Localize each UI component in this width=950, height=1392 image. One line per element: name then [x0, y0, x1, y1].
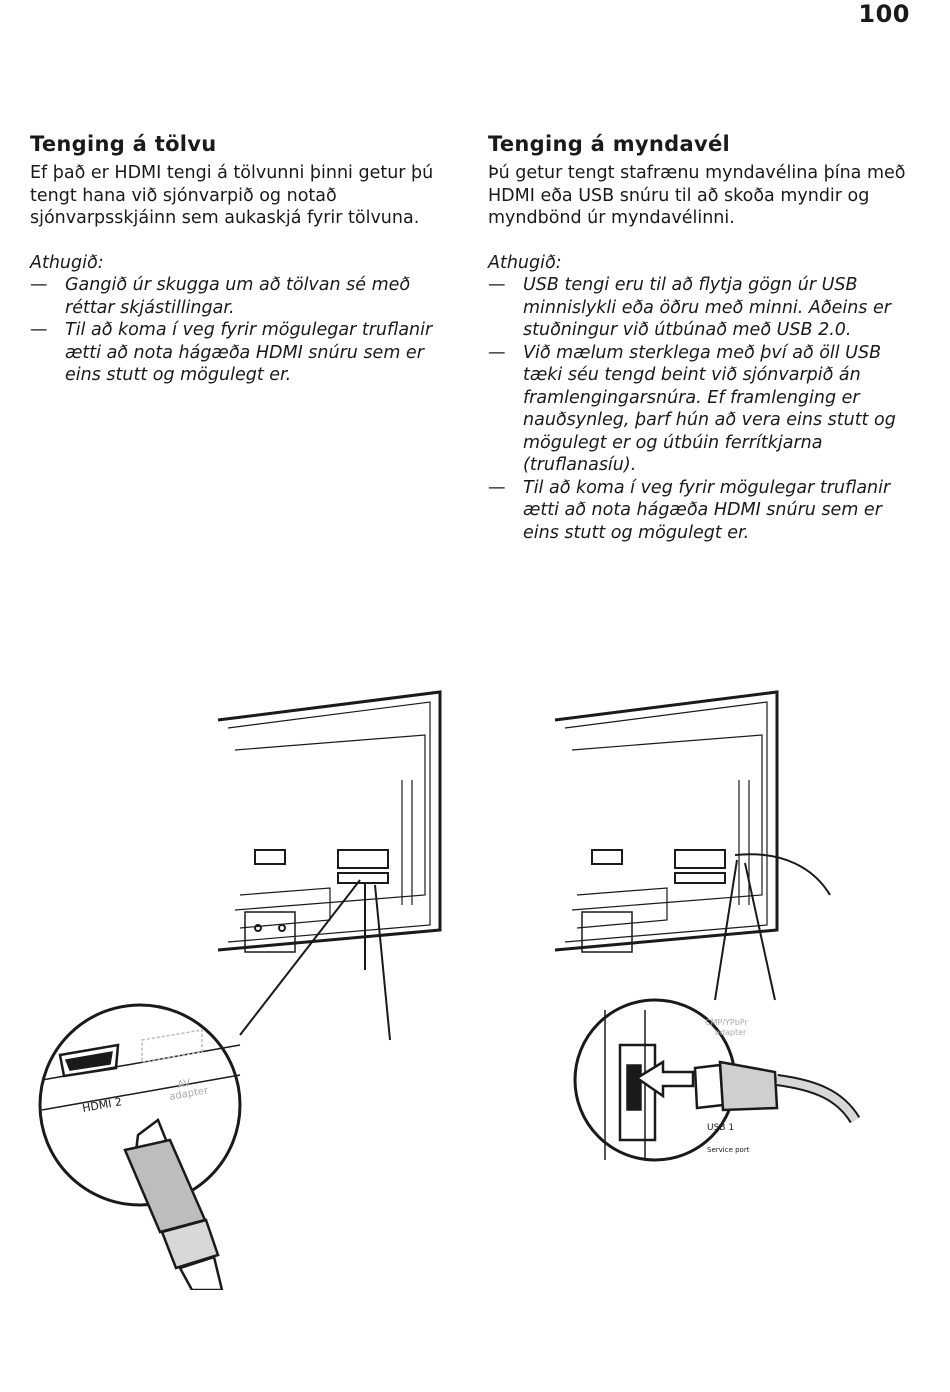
right-column: Tenging á myndavél Þú getur tengt stafræ…: [488, 132, 918, 544]
note-title: Athugið:: [488, 252, 562, 273]
section-body-computer: Ef það er HDMI tengi á tölvunni þinni ge…: [30, 163, 434, 228]
usb-plug-icon: [693, 1060, 861, 1124]
note-title: Athugið:: [30, 252, 104, 273]
cmp-adapter-label-1: CMP/YPbPr: [705, 1018, 748, 1027]
tv-usb-drawing: CMP/YPbPr adapter USB 1 Service port: [554, 690, 861, 1162]
note-item: — Til að koma í veg fyrir mögulegar trufl…: [488, 477, 918, 545]
note-list: — Gangið úr skugga um að tölvan sé með ré…: [30, 274, 460, 387]
dash: —: [488, 275, 506, 295]
dash: —: [488, 477, 506, 498]
av-adapter-label-1: AV: [177, 1078, 192, 1091]
note-item: — Gangið úr skugga um að tölvan sé með ré…: [30, 274, 460, 319]
hdmi-plug-icon: [123, 1138, 224, 1292]
section-heading-camera: Tenging á myndavél: [488, 132, 730, 156]
section-heading-computer: Tenging á tölvu: [30, 132, 217, 156]
hdmi-connection-illustration: HDMI 2 AV adapter: [30, 680, 450, 1292]
section-body-camera: Þú getur tengt stafrænu myndavélina þína…: [488, 163, 906, 228]
note-text: Til að koma í veg fyrir mögulegar trufla…: [65, 320, 433, 385]
dash: —: [488, 342, 506, 363]
dash: —: [30, 275, 48, 295]
dash: —: [30, 320, 48, 340]
cmp-adapter-label-2: adapter: [715, 1028, 747, 1037]
note-text: USB tengi eru til að flytja gögn úr USB …: [523, 275, 891, 340]
usb-connection-illustration: CMP/YPbPr adapter USB 1 Service port: [545, 680, 885, 1200]
note-list: — USB tengi eru til að flytja gögn úr USB…: [488, 274, 918, 544]
note-text: Við mælum sterklega með því að öll USB t…: [523, 342, 896, 476]
note-text: Gangið úr skugga um að tölvan sé með rét…: [65, 275, 411, 318]
zoom-circle: [38, 1003, 242, 1207]
note-item: — Til að koma í veg fyrir mögulegar trufl…: [30, 319, 460, 387]
page-number: 100: [858, 0, 910, 28]
usb-port-label: USB 1: [707, 1123, 734, 1133]
service-port-label: Service port: [707, 1146, 750, 1154]
note-item: — Við mælum sterklega með því að öll USB …: [488, 342, 918, 477]
left-column: Tenging á tölvu Ef það er HDMI tengi á t…: [30, 132, 460, 387]
insert-arrow-icon: [634, 1059, 695, 1099]
note-item: — USB tengi eru til að flytja gögn úr USB…: [488, 274, 918, 342]
note-text: Til að koma í veg fyrir mögulegar trufla…: [523, 477, 891, 543]
tv-hdmi-drawing: HDMI 2 AV adapter: [38, 690, 442, 1292]
